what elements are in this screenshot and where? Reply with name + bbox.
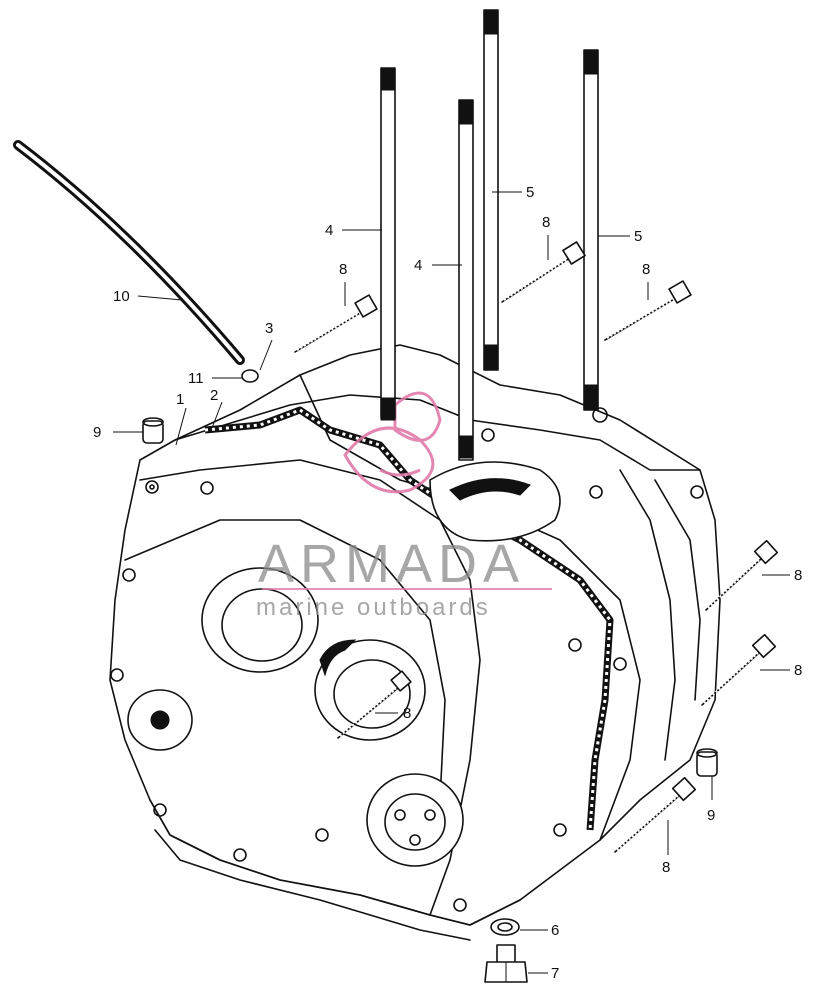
callout-8-center: 8 — [403, 705, 411, 722]
lower-cover-inner — [384, 793, 446, 851]
callout-9-right: 9 — [707, 807, 715, 824]
callout-4-left: 4 — [325, 222, 333, 239]
lower-cover-hole-1 — [394, 809, 406, 821]
crankcase-split-line — [299, 374, 641, 841]
watermark-underline — [262, 588, 552, 590]
bearing-bore-upper — [201, 567, 319, 673]
callout-11: 11 — [188, 370, 204, 387]
right-side-ribs — [619, 469, 701, 761]
callout-1: 1 — [176, 391, 184, 408]
callout-8-upper-left: 8 — [339, 261, 347, 278]
breather-tube — [13, 140, 245, 365]
callout-10: 10 — [113, 288, 130, 305]
stud-5-center-thread-low — [483, 344, 499, 370]
stud-4-left — [380, 67, 396, 419]
bottom-plate — [149, 799, 521, 926]
left-boss-inner — [150, 710, 170, 730]
callout-8-upper-center: 8 — [542, 214, 550, 231]
cylinder-opening — [429, 461, 561, 542]
bore-shadow — [319, 639, 357, 677]
watermark-brand: ARMADA — [258, 534, 525, 594]
bolt-8-upper-left — [294, 294, 378, 353]
sealing-washer-hole — [497, 922, 513, 932]
stud-5-center — [483, 9, 499, 371]
crankcase-front-ridge — [124, 519, 446, 801]
lower-cover-hole-2 — [424, 809, 436, 821]
stud-bolts — [380, 9, 599, 461]
small-parts — [13, 140, 718, 983]
bolt-8-right-upper — [705, 539, 779, 611]
stud-4-center — [458, 99, 474, 461]
stud-5-right — [583, 49, 599, 411]
bolt-8-center — [337, 670, 412, 739]
bolt-8-upper-center — [501, 241, 586, 303]
watermark: ARMADA marine outboards — [256, 534, 552, 621]
clip-ring — [241, 369, 259, 383]
hex-bolts — [294, 241, 779, 853]
callout-8-right-lower: 8 — [794, 662, 802, 679]
cylinder-opening-shadow — [449, 478, 531, 501]
callout-6: 6 — [551, 922, 559, 939]
callout-9-left: 9 — [93, 424, 101, 441]
sealing-washer — [490, 918, 520, 936]
stud-5-right-thread-low — [583, 384, 599, 410]
bearing-bore-middle-inner — [333, 659, 411, 729]
callout-5-right: 5 — [634, 228, 642, 245]
breather-tube-highlight — [16, 143, 242, 362]
perimeter-bolt-holes — [110, 407, 704, 912]
callout-2: 2 — [210, 387, 218, 404]
callout-labels: 1 2 3 4 4 5 5 6 7 8 8 8 8 8 8 8 8 9 9 10… — [93, 184, 802, 982]
callout-3: 3 — [265, 320, 273, 337]
callout-5-center: 5 — [526, 184, 534, 201]
bottom-flange — [154, 829, 471, 941]
leader-lines — [113, 191, 790, 974]
callout-8-bottom: 8 — [662, 859, 670, 876]
callout-4-center: 4 — [414, 257, 422, 274]
dowel-pin-right-top — [696, 748, 718, 758]
lower-cover-hole-3 — [409, 834, 421, 846]
callout-7: 7 — [551, 965, 559, 982]
stud-4-left-thread-low — [380, 397, 396, 421]
callout-8-upper-right: 8 — [642, 261, 650, 278]
stud-5-center-thread — [483, 9, 499, 35]
watermark-logo-icon — [343, 391, 442, 494]
drain-plug-shank — [496, 944, 516, 964]
stud-4-left-thread — [380, 67, 396, 91]
stud-4-center-thread-low — [458, 435, 474, 459]
bolt-8-upper-right — [604, 280, 692, 341]
callout-8-right-upper: 8 — [794, 567, 802, 584]
lower-cover — [366, 773, 464, 867]
crankcase-assembly — [109, 344, 721, 941]
dowel-pin-left-top — [142, 417, 164, 427]
bolt-8-right-lower — [701, 633, 777, 706]
watermark-tagline: marine outboards — [256, 594, 491, 621]
dowel-pin-right — [696, 751, 718, 777]
bolt-8-bottom-right — [614, 776, 697, 853]
stud-5-right-thread — [583, 49, 599, 75]
stud-4-center-thread — [458, 99, 474, 125]
